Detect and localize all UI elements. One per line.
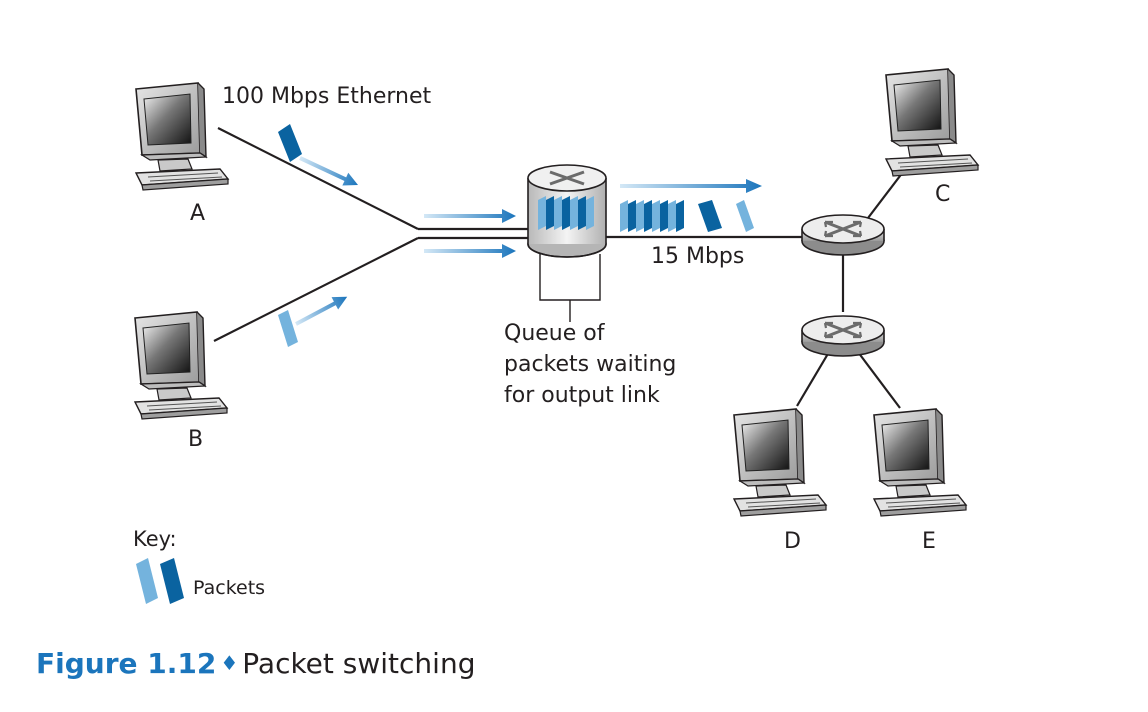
network-links <box>213 127 904 409</box>
queue-label-line: packets waiting <box>504 352 677 377</box>
output-link-label: 15 Mbps <box>651 244 745 269</box>
host-b-label: B <box>188 427 204 452</box>
host-a-computer-icon <box>135 82 229 191</box>
figure-caption: Figure 1.12♦Packet switching <box>36 650 475 678</box>
host-e-computer-icon <box>873 408 967 517</box>
host-a-label: A <box>190 201 206 226</box>
host-c-computer-icon <box>885 68 979 177</box>
flow-arrows <box>295 156 762 326</box>
figure-title: Packet switching <box>242 647 476 680</box>
caption-separator: ♦ <box>220 651 239 675</box>
outgoing-packets <box>620 200 754 232</box>
router-c-icon <box>800 213 886 257</box>
queue-label-line: Queue of <box>504 321 605 346</box>
host-e-label: E <box>922 529 936 554</box>
packet-from-b <box>278 310 298 347</box>
queue-label-line: for output link <box>504 383 660 408</box>
packet-from-a <box>278 124 302 162</box>
host-c-label: C <box>935 182 951 207</box>
key-packets-label: Packets <box>193 577 266 599</box>
key-packets-icon <box>136 558 184 604</box>
router-de-icon <box>800 314 886 358</box>
queue-bracket <box>539 254 601 322</box>
ethernet-link-label: 100 Mbps Ethernet <box>222 84 432 109</box>
queued-packets <box>538 196 594 230</box>
host-d-computer-icon <box>733 408 827 517</box>
queue-label: Queue of packets waiting for output link <box>504 318 676 411</box>
figure-number: Figure 1.12 <box>36 647 217 680</box>
host-b-computer-icon <box>134 311 228 420</box>
host-d-label: D <box>784 529 801 554</box>
key-title: Key: <box>133 527 177 551</box>
